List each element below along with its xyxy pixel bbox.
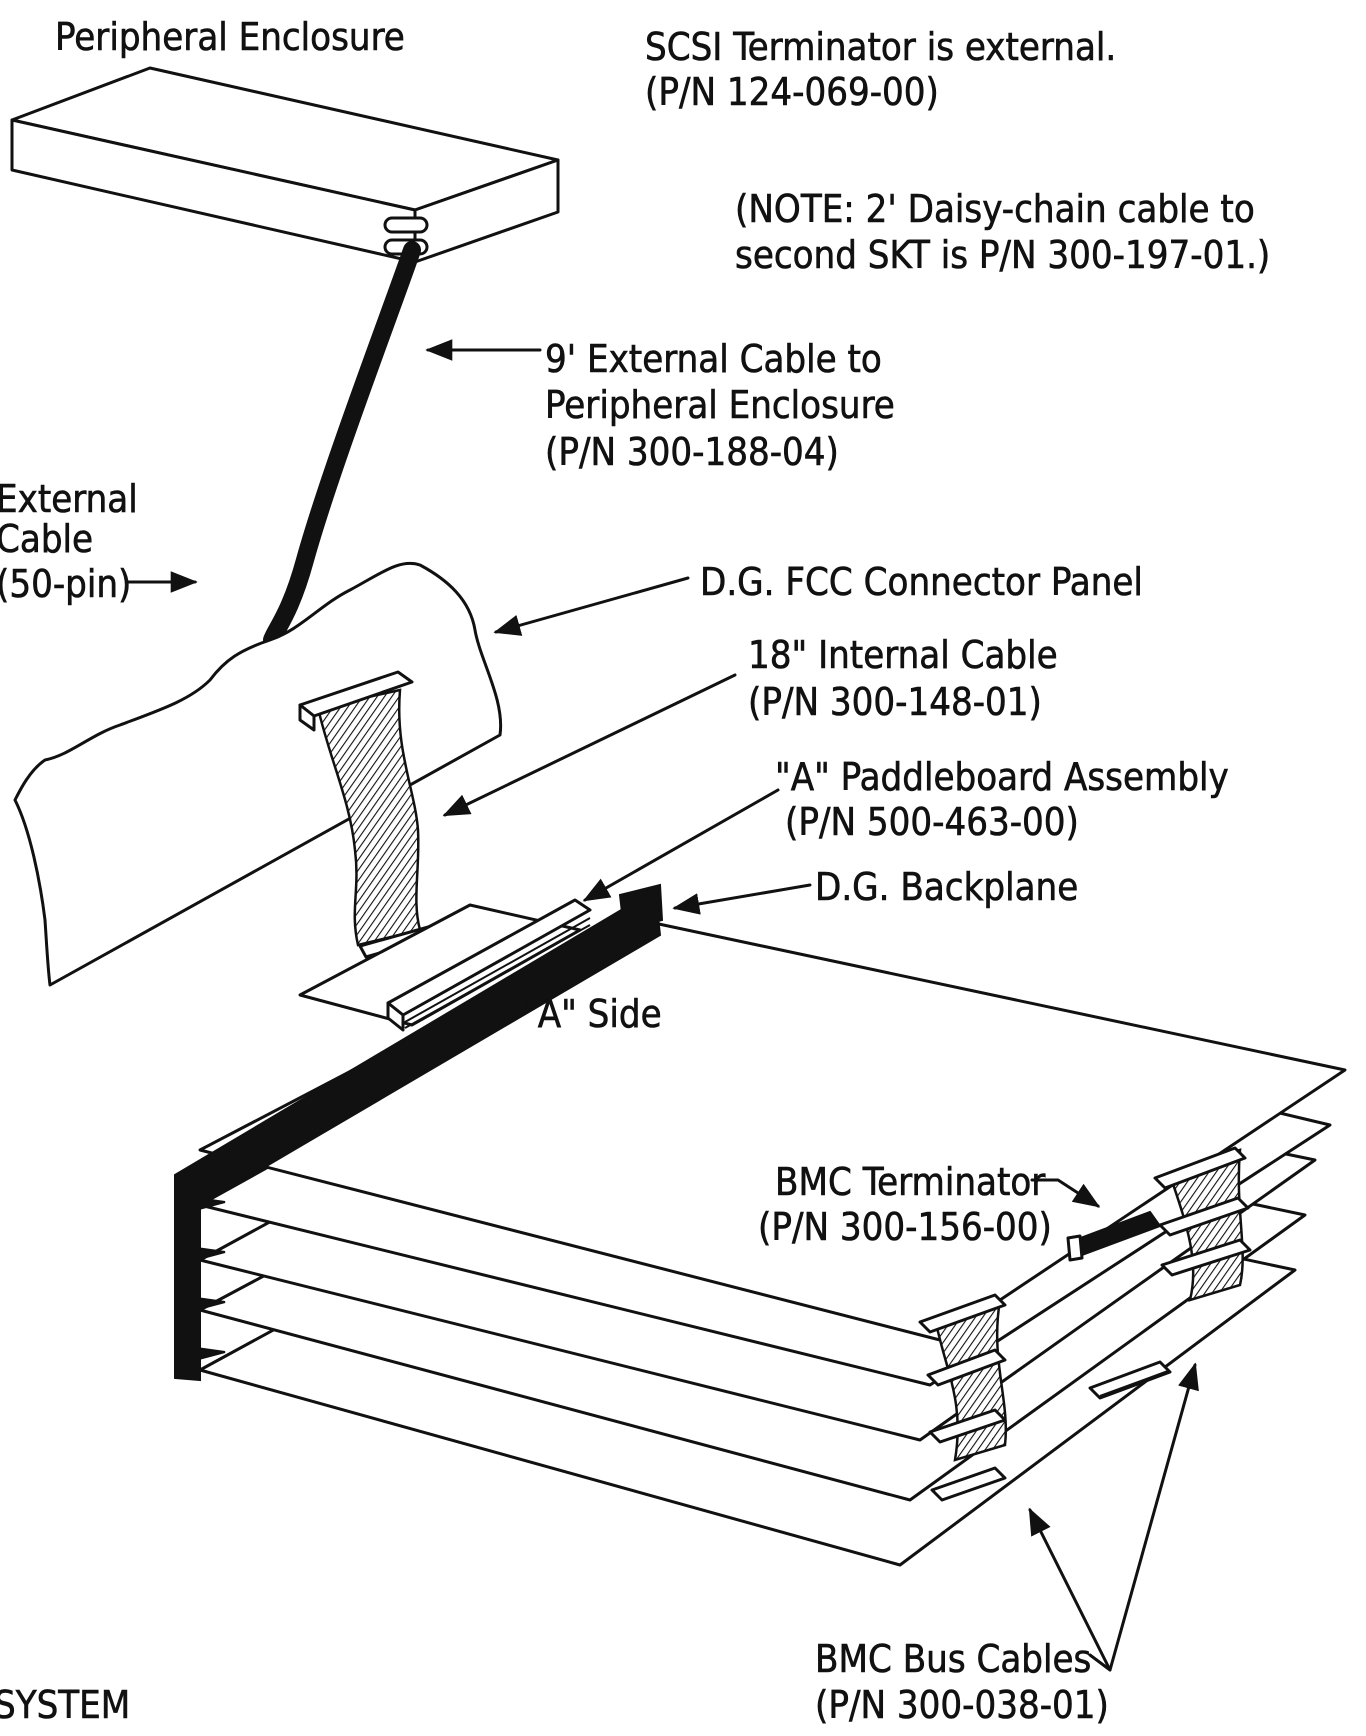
label-ext-cable-9ft-dest: Peripheral Enclosure <box>545 383 895 427</box>
label-paddleboard-pn: (P/N 500-463-00) <box>785 800 1079 844</box>
arrow-internal-cable <box>442 673 737 817</box>
backplane <box>174 883 664 1382</box>
leader-lines <box>125 339 1199 1672</box>
label-external-cable-pins: (50-pin) <box>0 562 131 606</box>
label-peripheral-enclosure: Peripheral Enclosure <box>55 15 405 59</box>
bmc-bus-cables <box>918 1146 1252 1502</box>
card-stack <box>198 918 1347 1567</box>
label-system: SYSTEM <box>0 1683 130 1727</box>
label-fcc-panel: D.G. FCC Connector Panel <box>700 560 1143 604</box>
paddleboard-pins <box>404 917 591 1029</box>
bmc-terminator <box>1066 1210 1162 1262</box>
note-line-2: second SKT is P/N 300-197-01.) <box>735 233 1270 277</box>
label-bmc-terminator: BMC Terminator <box>775 1160 1046 1204</box>
label-a-side: "A" Side <box>522 992 662 1036</box>
labels: Peripheral Enclosure SCSI Terminator is … <box>0 15 1271 1728</box>
peripheral-enclosure <box>10 66 560 264</box>
label-external-cable: External <box>0 477 138 521</box>
label-internal-cable-pn: (P/N 300-148-01) <box>748 680 1042 724</box>
label-external-cable-2: Cable <box>0 517 93 561</box>
label-scsi-terminator-pn: (P/N 124-069-00) <box>645 70 939 114</box>
arrow-bmc-terminator <box>1030 1178 1101 1208</box>
enclosure-connector-upper <box>383 216 429 234</box>
label-scsi-terminator: SCSI Terminator is external. <box>645 25 1116 69</box>
label-bmc-bus-cables: BMC Bus Cables <box>815 1637 1091 1681</box>
arrow-fcc-panel <box>493 576 690 636</box>
arrow-bmc-cables-right <box>1108 1362 1199 1672</box>
label-ext-cable-9ft-pn: (P/N 300-188-04) <box>545 430 839 474</box>
label-ext-cable-9ft: 9' External Cable to <box>545 337 882 381</box>
fcc-connector-panel <box>13 561 503 987</box>
label-bmc-bus-cables-pn: (P/N 300-038-01) <box>815 1683 1109 1727</box>
label-internal-cable: 18" Internal Cable <box>748 633 1058 677</box>
arrow-backplane <box>672 883 812 915</box>
label-backplane: D.G. Backplane <box>815 865 1078 909</box>
label-bmc-terminator-pn: (P/N 300-156-00) <box>758 1205 1052 1249</box>
external-cable-9ft <box>263 241 421 649</box>
paddleboard-assembly <box>298 898 592 1032</box>
note-line-1: (NOTE: 2' Daisy-chain cable to <box>735 187 1255 231</box>
label-paddleboard: "A" Paddleboard Assembly <box>775 755 1229 799</box>
arrow-paddleboard <box>582 788 780 902</box>
